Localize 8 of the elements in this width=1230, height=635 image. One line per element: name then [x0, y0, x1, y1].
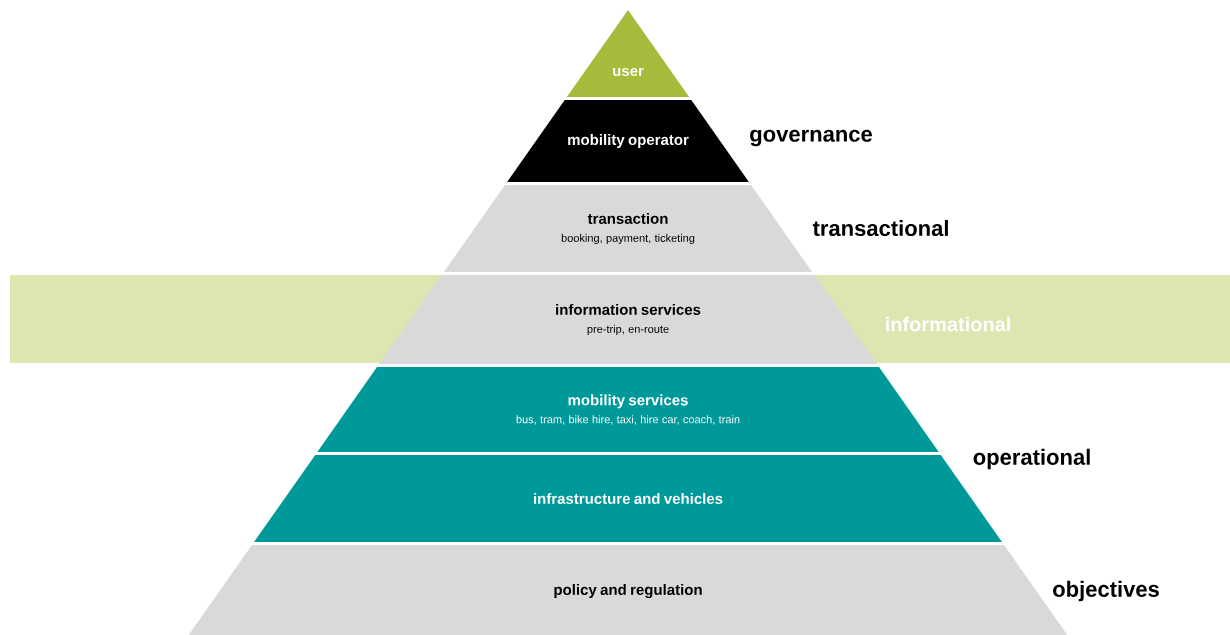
level-label: objectives — [1053, 580, 1159, 602]
pyramid-layer: mobility services bus, tram, bike hire, taxi, hire car, coach, train — [317, 367, 939, 452]
pyramid-layer: mobility operator — [507, 100, 749, 182]
level-label: transactional — [812, 219, 948, 237]
pyramid-layer: information services pre-trip, en-route — [379, 275, 877, 364]
level-label: governance — [750, 129, 872, 147]
pyramid-tip: user — [566, 10, 690, 97]
pyramid-layer: transaction booking, payment, ticketing — [443, 185, 813, 272]
